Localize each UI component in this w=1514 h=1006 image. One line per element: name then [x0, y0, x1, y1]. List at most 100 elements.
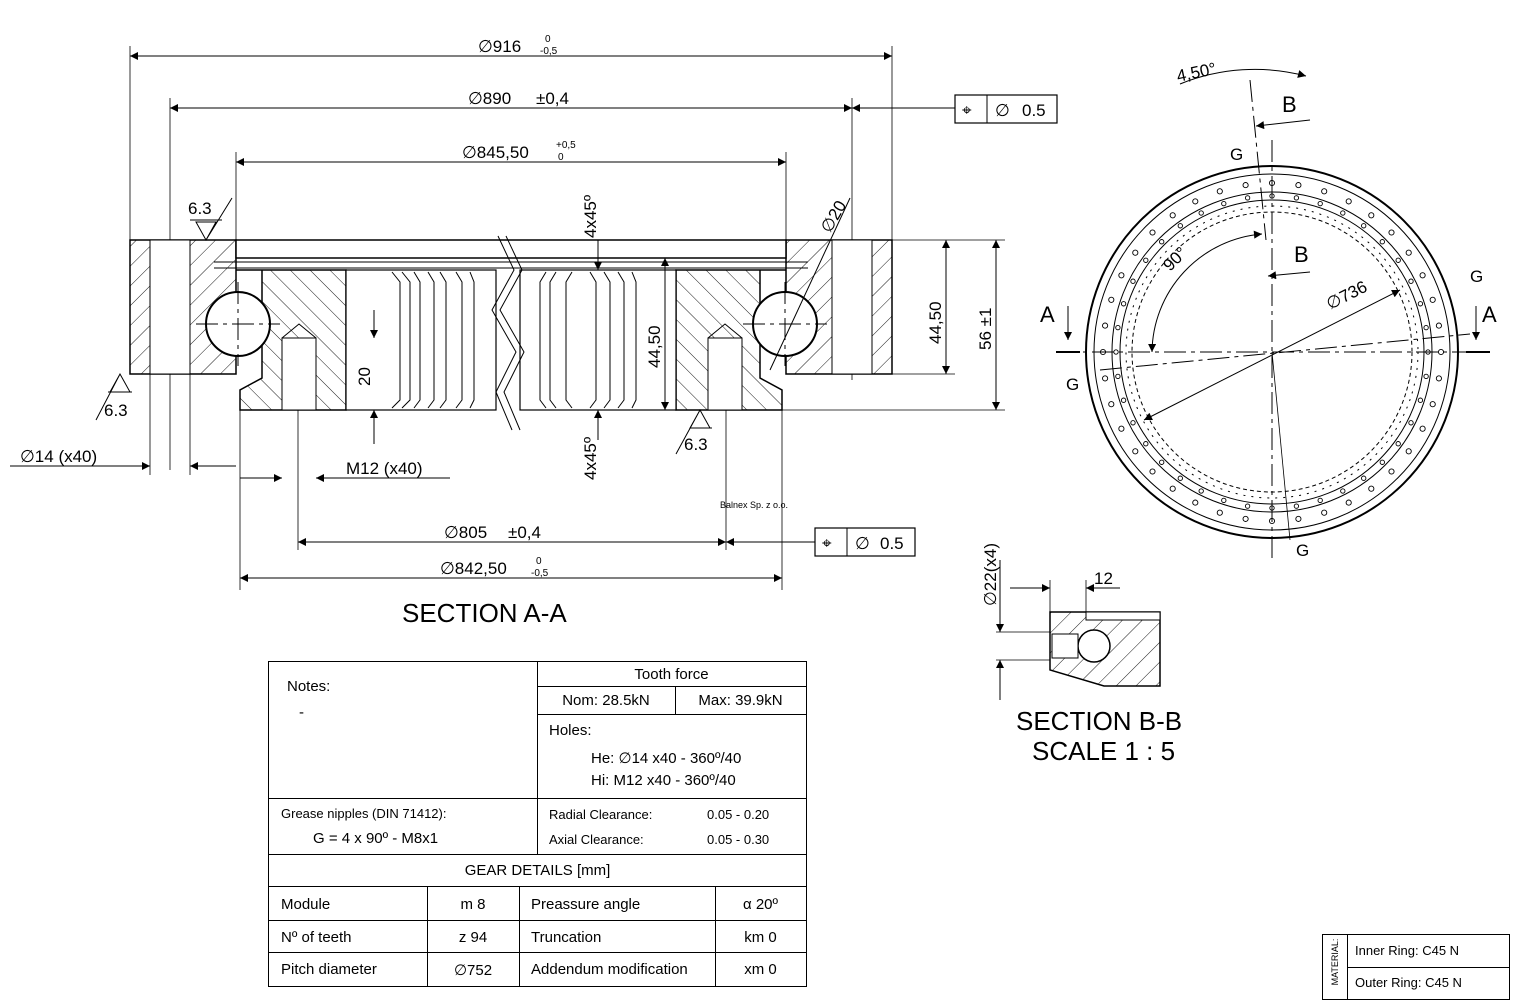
- outer-bolt-hole: [1388, 468, 1395, 475]
- outer-bolt-hole: [1419, 272, 1426, 279]
- dim-h4450-right: 44,50: [926, 301, 945, 344]
- inner-bolt-hole: [1408, 278, 1414, 284]
- inner-bolt-hole: [1159, 239, 1165, 245]
- material-box: MATERIAL: Inner Ring: C45 N Outer Ring: …: [1322, 934, 1510, 1000]
- gear-teeth-section: [345, 235, 677, 431]
- dim-chamfer-bot: 4x45º: [581, 437, 600, 480]
- dim-h20: 20: [355, 367, 374, 386]
- inner-bolt-hole: [1198, 488, 1204, 494]
- holes-inner-label: M12 (x40): [346, 459, 423, 478]
- inner-bolt-hole: [1221, 497, 1227, 504]
- grease-label: Grease nipples (DIN 71412):: [281, 806, 447, 821]
- inner-bolt-hole: [1198, 210, 1204, 216]
- gear-row-label: Preassure angle: [531, 896, 641, 913]
- inner-bolt-hole: [1143, 257, 1149, 263]
- outer-bolt-hole: [1345, 198, 1352, 205]
- outer-bolt-hole: [1295, 182, 1302, 189]
- tooth-force-label: Tooth force: [634, 666, 709, 683]
- outer-bolt-hole: [1132, 448, 1139, 455]
- specs-table: Notes: - Tooth force Nom: 28.5kN Max: 39…: [268, 661, 807, 987]
- outer-bolt-hole: [1321, 188, 1328, 195]
- outer-bolt-hole: [1118, 425, 1125, 432]
- dim-d22x4: ∅22(x4): [981, 543, 1000, 606]
- dim-d20: ∅20: [817, 197, 850, 236]
- dim-d842-tol-top: 0: [536, 556, 542, 567]
- dim-d736: ∅736: [1323, 277, 1370, 314]
- outer-bolt-hole: [1437, 348, 1445, 356]
- section-a-label-right: A: [1482, 302, 1497, 327]
- grease-g-top: G: [1230, 145, 1243, 164]
- inner-bolt-hole: [1244, 503, 1251, 509]
- outer-bolt-hole: [1169, 212, 1176, 219]
- inner-bolt-hole: [1113, 349, 1119, 355]
- dim-d890-tol: ±0,4: [536, 89, 569, 108]
- dim-d805-tol: ±0,4: [508, 523, 541, 542]
- section-aa-title: SECTION A-A: [402, 598, 567, 628]
- outer-bolt-hole: [1192, 198, 1199, 205]
- inner-bolt-hole: [1417, 397, 1424, 403]
- dim-d842-tol-bot: -0,5: [531, 568, 549, 579]
- material-label: MATERIAL:: [1330, 938, 1340, 986]
- gear-details-header: GEAR DETAILS [mm]: [464, 862, 611, 879]
- inner-bolt-hole: [1177, 223, 1183, 229]
- radial-clearance-label: Radial Clearance:: [549, 807, 653, 822]
- gear-row-label: Nº of teeth: [281, 929, 352, 946]
- dim-h4450-mid: 44,50: [645, 325, 664, 368]
- notes-value: -: [299, 704, 304, 721]
- inner-bolt-hole: [1408, 420, 1414, 426]
- gear-row-value: xm 0: [744, 961, 777, 978]
- notes-label: Notes:: [287, 678, 331, 695]
- outer-bolt-hole: [1242, 182, 1249, 189]
- gear-row-value: z 94: [458, 929, 488, 946]
- outer-bolt-hole: [1102, 375, 1109, 382]
- dim-d916: ∅916: [478, 37, 521, 56]
- material-outer: Outer Ring: C45 N: [1355, 975, 1462, 990]
- top-view: B B A A G G G G 4,50° 90° ∅736: [1040, 59, 1497, 560]
- inner-bolt-hole: [1221, 200, 1227, 207]
- outer-bolt-hole: [1429, 296, 1436, 303]
- outer-bolt-hole: [1368, 212, 1375, 219]
- outer-bolt-hole: [1242, 515, 1249, 522]
- inner-bolt-hole: [1159, 459, 1165, 465]
- roughness-a: 6.3: [188, 199, 212, 218]
- inner-bolt-hole: [1361, 223, 1367, 229]
- tooth-force-max: Max: 39.9kN: [698, 692, 783, 709]
- section-bb-view: SECTION B-B SCALE 1 : 5 ∅22(x4) 12: [981, 543, 1182, 766]
- inner-bolt-hole: [1379, 459, 1385, 465]
- material-inner: Inner Ring: C45 N: [1355, 943, 1460, 958]
- outer-holes: [1099, 179, 1445, 525]
- inner-bolt-hole: [1120, 301, 1127, 307]
- angle-450: 4,50°: [1175, 59, 1218, 86]
- outer-bolt-hole: [1419, 425, 1426, 432]
- holes-label: Holes:: [549, 722, 592, 739]
- position-tolerance-icon: ⌖: [822, 534, 832, 553]
- section-b-label-mid: B: [1294, 242, 1309, 267]
- section-aa-view: ∅916 0 -0,5 ∅890 ±0,4 ∅845,50 +0,5 0 ∅20…: [10, 34, 1058, 628]
- dim-d916-tol-bot: -0,5: [540, 46, 558, 57]
- gear-row-label: Pitch diameter: [281, 961, 377, 978]
- inner-bolt-hole: [1423, 324, 1429, 331]
- grease-g-bottom: G: [1296, 541, 1309, 560]
- holes-hi: Hi: M12 x40 - 360º/40: [591, 772, 736, 789]
- inner-bolt-hole: [1115, 324, 1121, 331]
- outer-bolt-hole: [1295, 515, 1302, 522]
- inner-bolt-hole: [1120, 397, 1127, 403]
- roughness-b: 6.3: [104, 401, 128, 420]
- outer-bolt-hole: [1216, 509, 1223, 516]
- outer-bolt-hole: [1102, 322, 1109, 329]
- inner-bolt-hole: [1115, 373, 1121, 380]
- outer-bolt-hole: [1108, 401, 1115, 408]
- inner-bolt-hole: [1143, 441, 1149, 447]
- watermark: Balnex Sp. z o.o.: [720, 500, 788, 510]
- inner-bolt-hole: [1379, 239, 1385, 245]
- grease-value: G = 4 x 90º - M8x1: [313, 830, 439, 847]
- section-b-label-top: B: [1282, 92, 1297, 117]
- outer-bolt-hole: [1216, 188, 1223, 195]
- inner-bolt-hole: [1395, 257, 1401, 263]
- grease-g-right: G: [1470, 267, 1483, 286]
- holes-outer-label: ∅14 (x40): [20, 447, 97, 466]
- outer-bolt-hole: [1435, 375, 1442, 382]
- tooth-force-nom: Nom: 28.5kN: [562, 692, 650, 709]
- dim-h56: 56 ±1: [976, 308, 995, 350]
